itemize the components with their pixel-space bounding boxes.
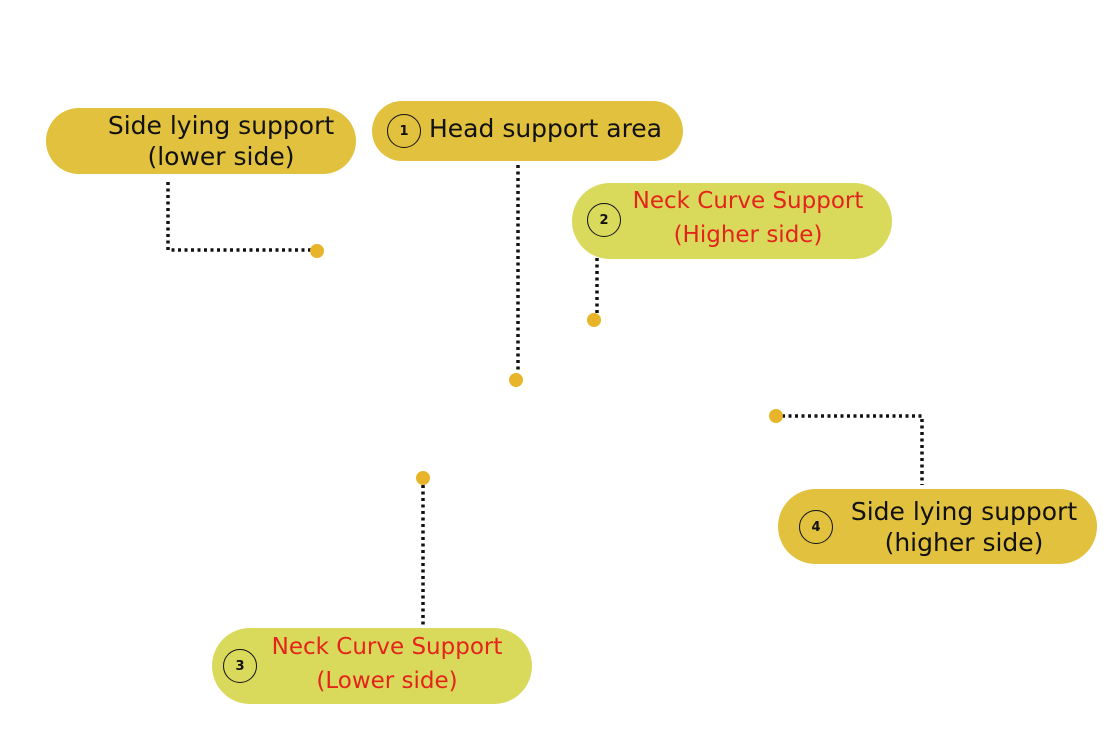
- number-badge-1: 1: [387, 114, 421, 148]
- side-higher-line1: Side lying support: [850, 497, 1078, 526]
- anchor-dot-neck-lower: [416, 471, 430, 485]
- number-badge-4: 4: [799, 510, 833, 544]
- number-badge-2: 2: [587, 203, 621, 237]
- label-side-lying-lower: Side lying support (lower side): [46, 108, 356, 174]
- leader-side-higher: [782, 414, 924, 485]
- leader-side-lower: [166, 182, 312, 252]
- neck-higher-text: Neck Curve Support (Higher side): [628, 187, 868, 249]
- neck-higher-line2: (Higher side): [673, 222, 823, 249]
- label-side-lying-higher: 4 Side lying support (higher side): [778, 489, 1097, 564]
- label-neck-higher: 2 Neck Curve Support (Higher side): [572, 183, 892, 259]
- head-text: Head support area: [429, 114, 662, 143]
- label-neck-lower: 3 Neck Curve Support (Lower side): [212, 628, 532, 704]
- anchor-dot-side-higher: [769, 409, 783, 423]
- neck-lower-text: Neck Curve Support (Lower side): [267, 633, 507, 695]
- anchor-dot-neck-higher: [587, 313, 601, 327]
- neck-higher-line1: Neck Curve Support: [632, 188, 864, 214]
- label-head-support: 1 Head support area: [372, 101, 683, 161]
- number-badge-3: 3: [223, 649, 257, 683]
- anchor-dot-head: [509, 373, 523, 387]
- side-lower-text: Side lying support (lower side): [101, 111, 341, 172]
- side-lower-line2: (lower side): [147, 141, 295, 171]
- side-higher-line2: (higher side): [884, 527, 1044, 557]
- side-higher-text: Side lying support (higher side): [844, 497, 1084, 558]
- neck-lower-line2: (Lower side): [316, 668, 458, 695]
- anchor-dot-side-lower: [310, 244, 324, 258]
- side-lower-line1: Side lying support: [107, 111, 335, 140]
- neck-lower-line1: Neck Curve Support: [271, 634, 503, 660]
